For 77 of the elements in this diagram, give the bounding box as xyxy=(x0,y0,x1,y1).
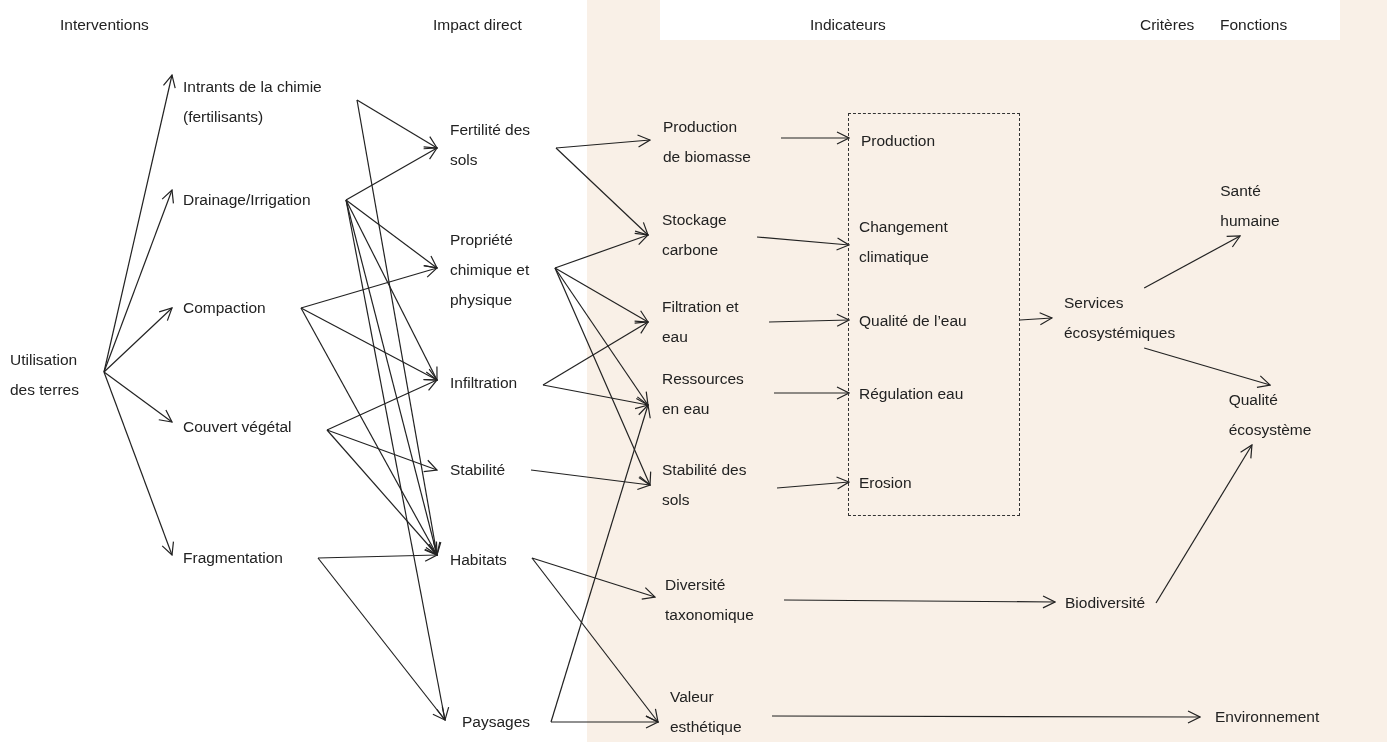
arrow xyxy=(542,384,649,410)
arrow xyxy=(317,557,446,721)
arrow xyxy=(555,134,651,149)
node-label: Changement climatique xyxy=(850,212,953,272)
box-frame xyxy=(848,113,1020,516)
arrow xyxy=(103,307,173,373)
arrow xyxy=(1143,235,1241,289)
arrow xyxy=(550,715,659,729)
node-label: Valeur esthétique xyxy=(658,682,772,742)
node-label: Filtration et eau xyxy=(648,292,769,352)
arrow xyxy=(554,267,652,486)
arrow xyxy=(300,307,438,381)
node-label: Couvert végétal xyxy=(172,412,327,442)
arrow xyxy=(345,147,438,201)
node-label: Infiltration xyxy=(437,368,543,398)
arrow xyxy=(103,74,176,373)
arrow xyxy=(345,199,438,269)
arrow xyxy=(780,131,850,145)
arrow xyxy=(773,386,850,400)
arrow xyxy=(531,557,656,600)
node-label: Santé humaine xyxy=(1216,176,1285,236)
arrow xyxy=(530,469,651,491)
arrow xyxy=(554,267,649,323)
arrow xyxy=(103,371,175,556)
node-label: Intrants de la chimie (fertilisants) xyxy=(172,72,357,132)
arrow xyxy=(756,236,850,251)
node-label: Production de biomasse xyxy=(650,112,781,172)
arrow xyxy=(345,199,438,381)
node-label: Services écosystémiques xyxy=(1052,288,1180,348)
arrow xyxy=(1155,444,1253,604)
arrow xyxy=(554,232,649,269)
node-label: Drainage/Irrigation xyxy=(172,185,346,215)
arrow xyxy=(1019,312,1053,326)
arrow xyxy=(768,313,850,327)
node-label: Ressources en eau xyxy=(648,364,774,424)
node-label: Diversité taxonomique xyxy=(655,570,784,630)
arrow xyxy=(326,378,438,431)
column-heading: Interventions xyxy=(60,16,149,34)
node-label: Paysages xyxy=(445,707,551,737)
node-label: Compaction xyxy=(172,293,301,323)
arrow xyxy=(356,99,438,149)
arrow xyxy=(555,147,649,236)
column-heading: Impact direct xyxy=(433,16,522,34)
node-label: Propriété chimique et physique xyxy=(437,225,555,315)
node-label: Habitats xyxy=(437,545,532,575)
node-label: Environnement xyxy=(1200,702,1324,732)
arrow xyxy=(317,548,438,562)
arrow xyxy=(550,404,651,723)
node-label: Qualité de l’eau xyxy=(850,306,972,336)
arrow xyxy=(1143,347,1271,388)
node-label: Production xyxy=(850,126,941,156)
node-label: Erosion xyxy=(850,468,917,498)
arrow xyxy=(345,199,450,721)
node-label: Fertilité des sols xyxy=(437,115,556,175)
arrow xyxy=(783,595,1056,609)
column-heading: Fonctions xyxy=(1220,16,1288,34)
arrow xyxy=(103,189,174,373)
arrow xyxy=(300,265,438,309)
arrow xyxy=(771,710,1201,724)
node-label: Fragmentation xyxy=(172,543,318,573)
arrow xyxy=(554,267,649,406)
arrow xyxy=(300,307,438,556)
arrow xyxy=(326,429,438,473)
arrow xyxy=(776,476,850,490)
node-label: Stabilité xyxy=(437,455,531,485)
node-label: Stabilité des sols xyxy=(650,455,777,515)
arrow xyxy=(326,429,438,556)
column-heading: Indicateurs xyxy=(810,16,886,34)
node-label: Utilisation des terres xyxy=(10,345,104,405)
arrow xyxy=(531,557,659,723)
arrow xyxy=(542,321,649,386)
node-label: Stockage carbone xyxy=(648,205,757,265)
arrow xyxy=(103,371,173,423)
column-heading: Critères xyxy=(1140,16,1195,34)
node-label: Biodiversité xyxy=(1055,588,1156,618)
node-label: Régulation eau xyxy=(850,379,969,409)
node-label: Qualité écosystème xyxy=(1224,385,1316,445)
